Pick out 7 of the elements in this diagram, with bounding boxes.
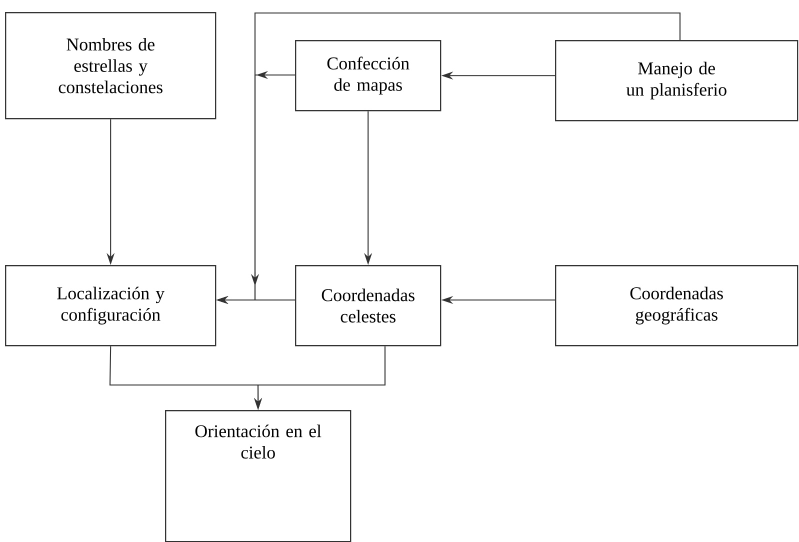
concept-box: Localización y configuración — [5, 265, 216, 346]
concept-box: Confección de mapas — [295, 40, 442, 112]
concept-box: Orientación en el cielo — [165, 410, 352, 542]
concept-box: Nombres de estrellas y constelaciones — [5, 12, 216, 120]
concept-box: Coordenadas celestes — [295, 265, 442, 346]
concept-box: Coordenadas geográficas — [555, 265, 798, 346]
concept-box: Manejo de un planisferio — [555, 40, 798, 122]
